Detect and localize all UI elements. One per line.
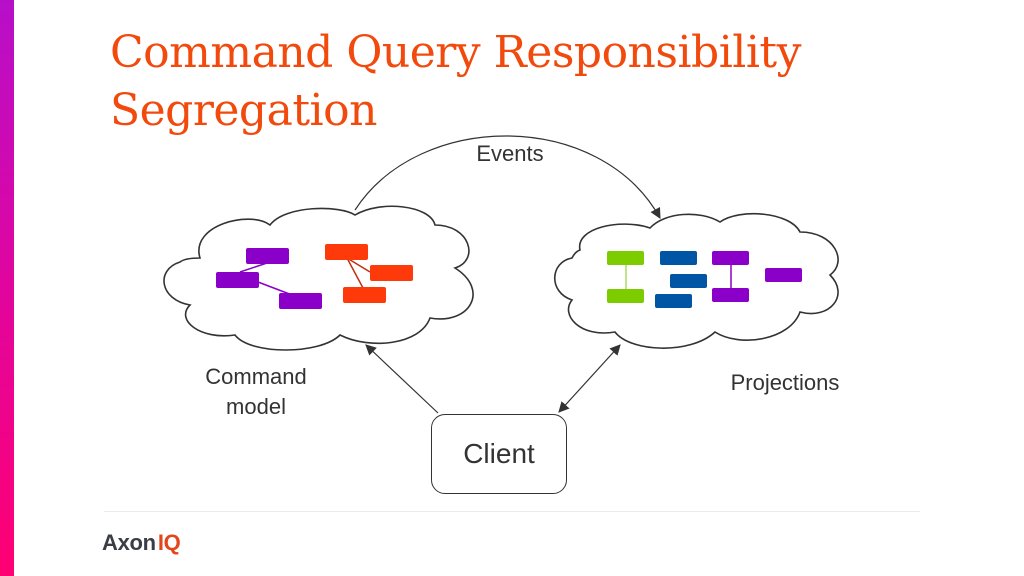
projection-box	[712, 288, 749, 302]
aggregate-box	[279, 293, 322, 309]
command-model-entities	[216, 244, 413, 309]
client-projections-arrow	[558, 344, 621, 413]
projections-label: Projections	[730, 370, 840, 395]
projection-box	[655, 294, 692, 308]
slide-title: Command Query Responsibility Segregation	[110, 27, 801, 136]
projection-entities	[607, 251, 802, 308]
command-model-label-line1: Command	[205, 364, 307, 389]
aggregate-box	[370, 265, 413, 281]
client-to-command-arrow	[365, 344, 439, 414]
aggregate-box	[246, 248, 289, 264]
events-arrow	[354, 135, 661, 219]
projection-box	[660, 251, 697, 265]
projection-box	[607, 251, 644, 265]
axoniq-logo: AxonIQ	[102, 530, 181, 556]
projection-box	[765, 268, 802, 282]
command-model-label: Command model	[176, 362, 336, 422]
client-label: Client	[463, 438, 535, 469]
aggregate-box	[216, 272, 259, 288]
projection-box	[607, 289, 644, 303]
accent-bar	[0, 0, 14, 576]
footer-divider	[104, 511, 920, 512]
logo-part-iq: IQ	[157, 530, 181, 555]
projection-box	[670, 274, 707, 288]
projection-box	[712, 251, 749, 265]
aggregate-box	[343, 287, 386, 303]
logo-part-axon: Axon	[102, 530, 156, 555]
events-label: Events	[476, 141, 544, 166]
command-model-label-line2: model	[226, 394, 286, 419]
client-node: Client	[431, 414, 567, 494]
command-model-cloud	[163, 205, 474, 351]
aggregate-box	[325, 244, 368, 260]
